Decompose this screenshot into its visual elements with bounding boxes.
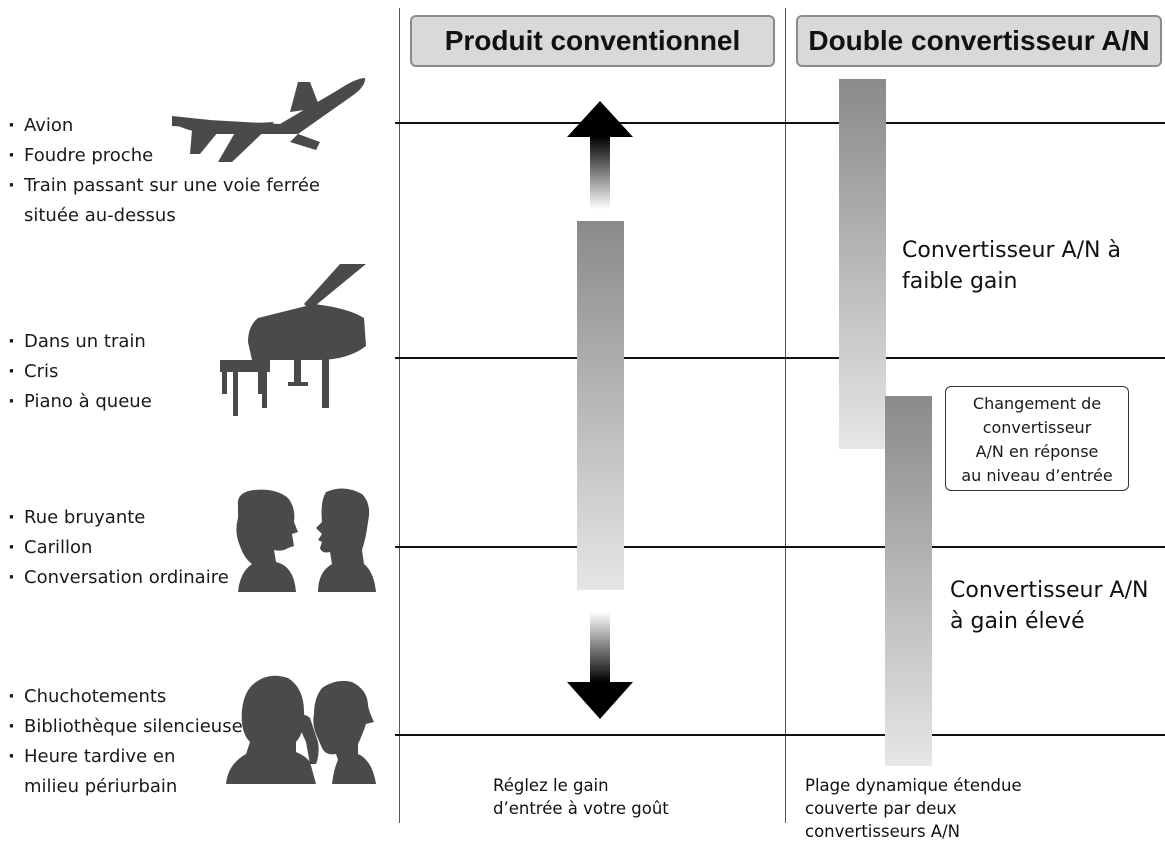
level-line-medium xyxy=(395,546,1165,548)
high-gain-label-line2: à gain élevé xyxy=(950,609,1085,634)
converter-switch-callout: Changement de convertisseur A/N en répon… xyxy=(945,386,1129,491)
source-list-medium-loud: Dans un train Cris Piano à queue xyxy=(8,327,152,417)
list-item: Avion xyxy=(8,111,320,141)
conventional-caption-line1: Réglez le gain xyxy=(493,776,609,795)
grand-piano-icon xyxy=(220,264,366,416)
list-item: Heure tardive en milieu périurbain xyxy=(8,742,243,802)
list-item: Conversation ordinaire xyxy=(8,563,229,593)
callout-line1: Changement de xyxy=(972,394,1102,413)
list-item-text: Train passant sur une voie ferrée xyxy=(24,175,320,196)
header-conventional-label: Produit conventionnel xyxy=(444,25,741,56)
list-item: Chuchotements xyxy=(8,682,243,712)
low-gain-converter-bar xyxy=(839,79,886,449)
source-list-loud: Avion Foudre proche Train passant sur un… xyxy=(8,111,320,231)
level-line-loud xyxy=(395,122,1165,124)
header-dual-converter: Double convertisseur A/N xyxy=(796,15,1162,67)
airplane-icon xyxy=(172,78,366,162)
low-gain-converter-label: Convertisseur A/N à faible gain xyxy=(902,235,1121,297)
list-item: Train passant sur une voie ferrée située … xyxy=(8,171,320,231)
arrow-up-icon xyxy=(567,101,633,209)
column-divider-right xyxy=(785,8,786,823)
two-people-whispering-icon xyxy=(226,675,376,784)
two-people-talking-icon xyxy=(236,488,376,592)
high-gain-converter-label: Convertisseur A/N à gain élevé xyxy=(950,575,1148,637)
list-item: Cris xyxy=(8,357,152,387)
low-gain-label-line1: Convertisseur A/N à xyxy=(902,238,1121,263)
list-item: Foudre proche xyxy=(8,141,320,171)
dual-caption-line3: convertisseurs A/N xyxy=(805,822,960,841)
list-item: Piano à queue xyxy=(8,387,152,417)
list-item: Dans un train xyxy=(8,327,152,357)
dual-caption-line1: Plage dynamique étendue xyxy=(805,776,1022,795)
list-item-continuation: milieu périurbain xyxy=(24,776,178,797)
callout-line2: convertisseur xyxy=(982,418,1092,437)
callout-line3: A/N en réponse xyxy=(975,442,1099,461)
column-divider-left xyxy=(399,8,400,823)
header-conventional: Produit conventionnel xyxy=(410,15,775,67)
list-item-continuation: située au-dessus xyxy=(24,205,176,226)
level-line-quiet xyxy=(395,734,1165,736)
arrow-down-icon xyxy=(567,612,633,719)
conventional-gain-bar xyxy=(577,221,624,590)
source-list-quiet: Chuchotements Bibliothèque silencieuse H… xyxy=(8,682,243,802)
header-dual-label: Double convertisseur A/N xyxy=(808,25,1150,56)
low-gain-label-line2: faible gain xyxy=(902,269,1018,294)
level-line-medium-loud xyxy=(395,357,1165,359)
high-gain-converter-bar xyxy=(885,396,932,766)
list-item: Rue bruyante xyxy=(8,503,229,533)
callout-line4: au niveau d’entrée xyxy=(961,466,1113,485)
source-list-medium: Rue bruyante Carillon Conversation ordin… xyxy=(8,503,229,593)
list-item: Carillon xyxy=(8,533,229,563)
conventional-caption: Réglez le gain d’entrée à votre goût xyxy=(493,774,669,820)
dual-caption-line2: couverte par deux xyxy=(805,799,957,818)
dual-caption: Plage dynamique étendue couverte par deu… xyxy=(805,774,1022,843)
list-item: Bibliothèque silencieuse xyxy=(8,712,243,742)
conventional-caption-line2: d’entrée à votre goût xyxy=(493,799,669,818)
list-item-text: Heure tardive en xyxy=(24,746,176,767)
high-gain-label-line1: Convertisseur A/N xyxy=(950,578,1149,603)
